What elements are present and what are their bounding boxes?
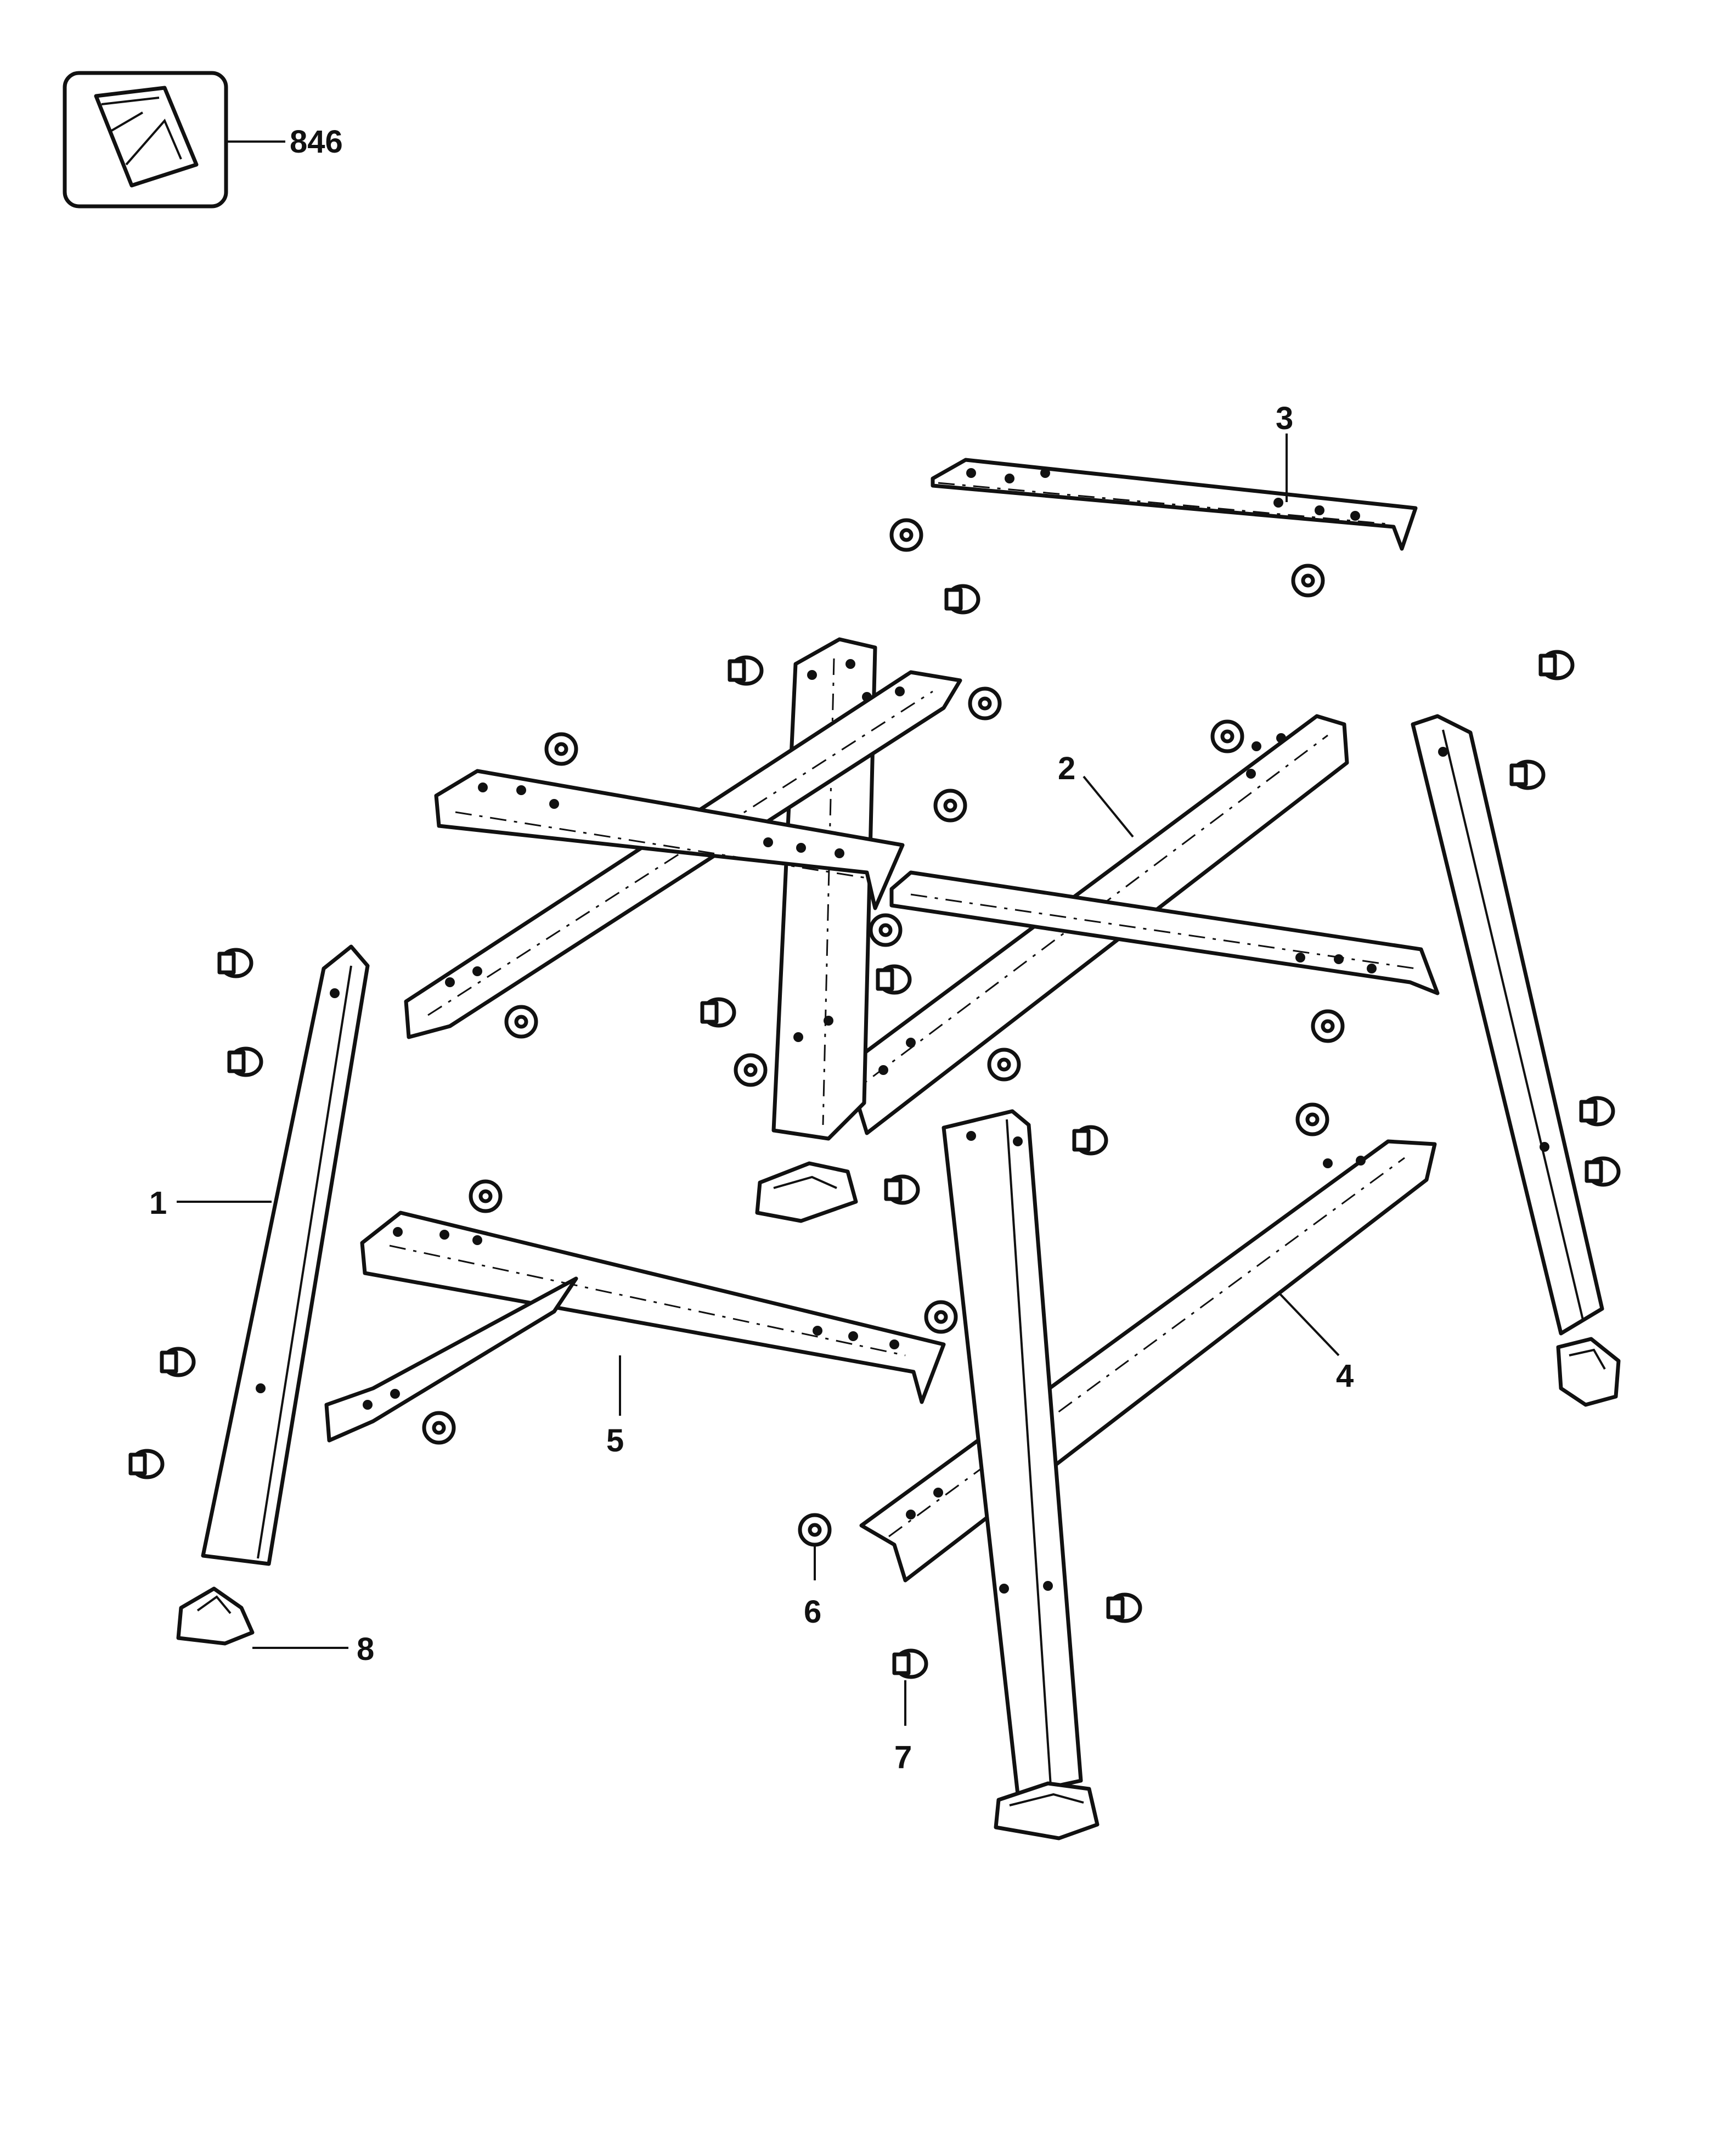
part-6-nuts — [422, 518, 1345, 1580]
hardware-bag-icon — [94, 86, 199, 188]
callout-7: 7 — [894, 1740, 912, 1775]
right-back-leg — [1411, 714, 1604, 1336]
callout-8: 8 — [357, 1631, 374, 1667]
callout-1: 1 — [149, 1185, 167, 1221]
part-5-front-rail — [360, 1211, 946, 1416]
hardware-kit-box — [63, 71, 285, 209]
front-center-leg — [942, 1109, 1083, 1797]
part-3-top-rail — [931, 434, 1418, 551]
callout-4: 4 — [1336, 1358, 1354, 1394]
right-back-rail — [889, 870, 1440, 995]
left-front-diagonal-rail — [324, 1276, 578, 1443]
leader-2 — [1083, 775, 1134, 838]
callout-5: 5 — [606, 1423, 624, 1459]
callout-3: 3 — [1276, 401, 1293, 436]
callout-6: 6 — [804, 1594, 821, 1630]
foot-cap-right — [1556, 1337, 1621, 1407]
upper-short-rail — [434, 769, 905, 910]
part-1-left-leg — [177, 944, 370, 1566]
part-8-foot-cap-left — [176, 1586, 348, 1649]
foot-cap-back — [755, 1161, 858, 1223]
foot-cap-center — [994, 1781, 1100, 1840]
callout-2: 2 — [1058, 751, 1075, 786]
part-7-bolts — [128, 584, 1621, 1726]
leader-4 — [1277, 1291, 1340, 1356]
left-back-diagonal-rail — [404, 670, 962, 1039]
callout-846: 846 — [290, 124, 343, 160]
